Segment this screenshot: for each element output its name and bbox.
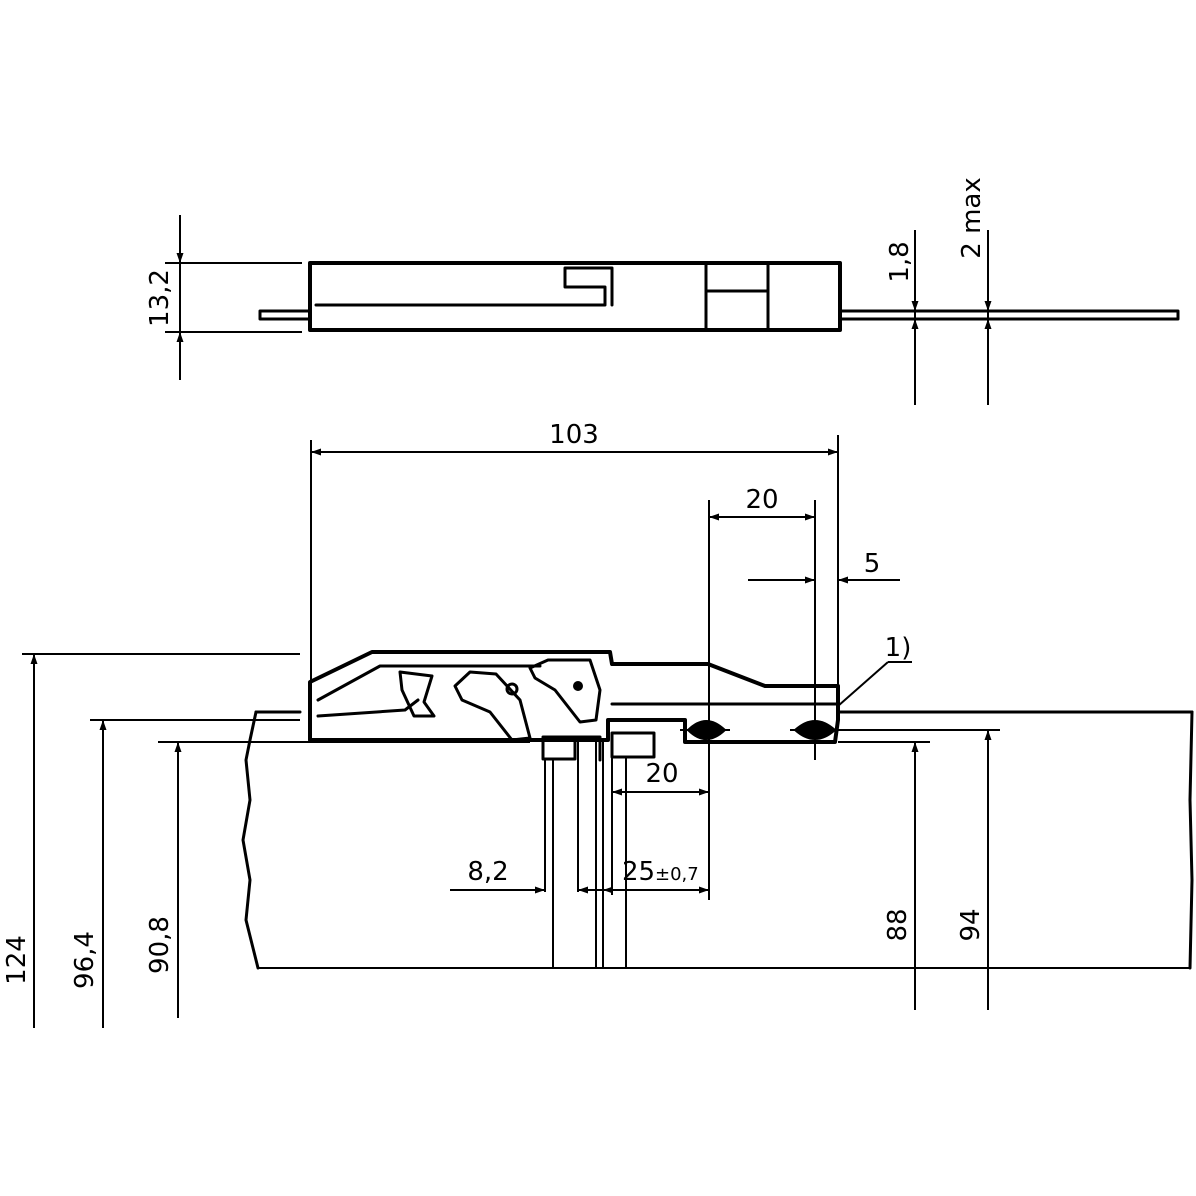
note-1: 1) <box>837 633 912 707</box>
latch-arm <box>528 658 602 724</box>
latch-hook <box>453 670 532 742</box>
dim-103-label: 103 <box>549 420 599 450</box>
pin-post <box>573 735 602 762</box>
dim-103: 103 <box>310 420 839 686</box>
dim-96-4-label: 96,4 <box>70 931 100 989</box>
main-view <box>241 650 1194 970</box>
dim-5: 5 <box>748 549 900 584</box>
latch-housing <box>308 650 840 744</box>
pin-block-left <box>541 735 577 761</box>
dim-90-8-label: 90,8 <box>145 916 175 974</box>
top-rod-right <box>838 309 1180 321</box>
latch-lever <box>316 698 420 718</box>
board-left-break <box>241 710 260 970</box>
right-height-dims: 88 94 <box>838 729 1000 1010</box>
latch-inner-edge <box>316 664 542 702</box>
top-body <box>308 261 842 332</box>
dim-88-label: 88 <box>883 908 913 941</box>
dim-20-lower: 20 <box>612 759 709 796</box>
top-body-slot <box>314 266 614 307</box>
dim-25-tolerance: ±0,7 <box>655 864 699 885</box>
dim-8-2: 8,2 <box>450 857 612 894</box>
dim-20-top-label: 20 <box>745 485 778 515</box>
dim-13-2-label: 13,2 <box>145 269 175 327</box>
dim-5-label: 5 <box>864 549 881 579</box>
dim-20-top: 20 <box>708 485 816 900</box>
top-view: 13,2 1,8 2 max <box>145 177 1180 405</box>
board-right-break <box>1188 710 1194 970</box>
dim-25: 25 ±0,7 <box>603 857 709 894</box>
dim-2max-label: 2 max <box>957 177 987 258</box>
dim-94-label: 94 <box>956 908 986 941</box>
pin-block-right <box>610 731 656 759</box>
dim-25-label: 25 <box>622 857 655 887</box>
latch-rivet <box>573 681 583 691</box>
latch-pivot <box>505 682 519 696</box>
dim-124-label: 124 <box>2 935 32 985</box>
left-height-dims: 124 96,4 90,8 <box>2 653 530 1028</box>
dim-1-8-label: 1,8 <box>885 241 915 282</box>
dim-20-lower-label: 20 <box>645 759 678 789</box>
top-rod-left <box>258 309 312 321</box>
dim-8-2-label: 8,2 <box>467 857 508 887</box>
note-1-label: 1) <box>885 633 912 663</box>
latch-pawl <box>398 670 436 718</box>
note-1-leader <box>837 661 889 707</box>
